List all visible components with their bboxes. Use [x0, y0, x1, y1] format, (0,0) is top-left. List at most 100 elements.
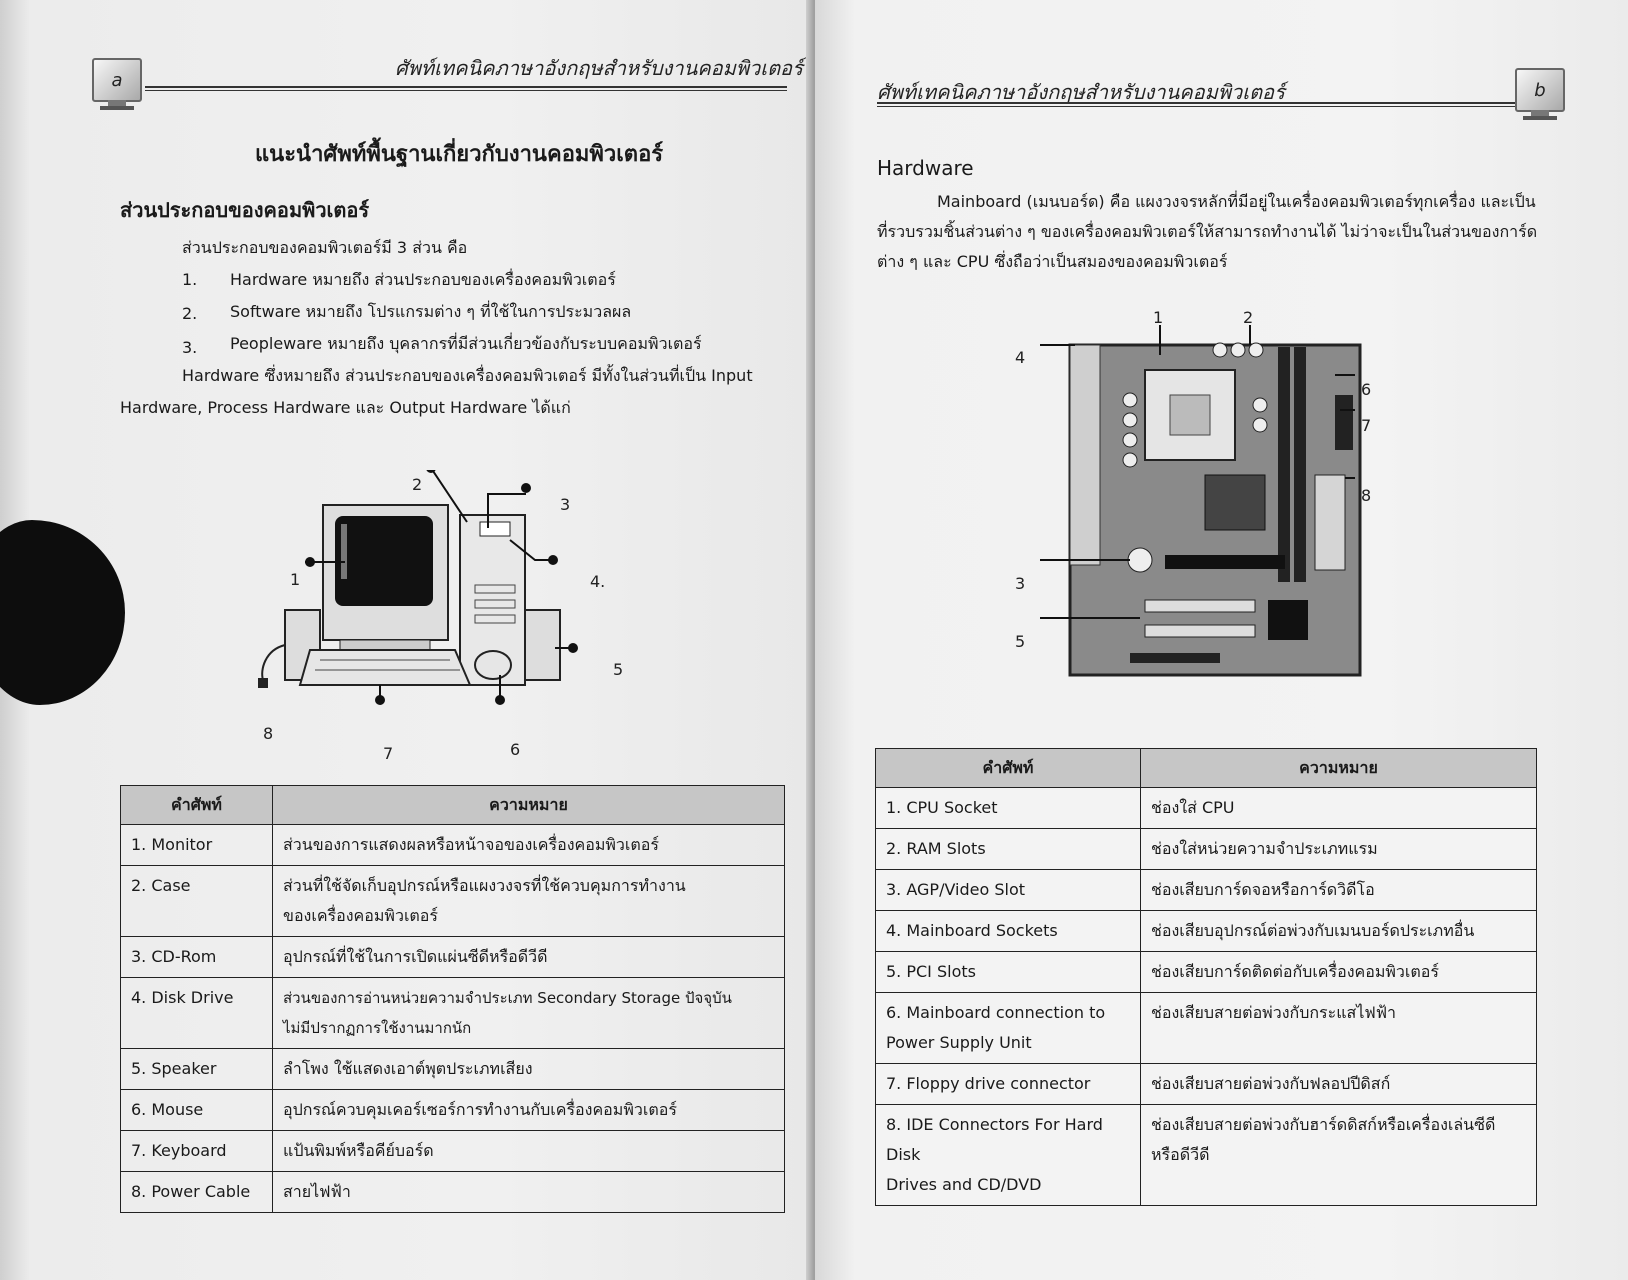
- meaning-cell: ช่องเสียบการ์ดจอหรือการ์ดวิดีโอ: [1140, 869, 1537, 911]
- term-cell: 1. CPU Socket: [875, 787, 1141, 829]
- figure-label: 2: [1243, 308, 1254, 327]
- meaning-cell: ช่องเสียบสายต่อพ่วงกับฟลอปปีดิสก์: [1140, 1063, 1537, 1105]
- figure-label: 2: [412, 475, 423, 494]
- term-cell: 4. Mainboard Sockets: [875, 910, 1141, 952]
- header-rule: [145, 86, 787, 91]
- term-cell: 2. Case: [120, 865, 273, 937]
- right-page: ศัพท์เทคนิคภาษาอังกฤษสำหรับงานคอมพิวเตอร…: [815, 0, 1628, 1280]
- paragraph-line: Hardware, Process Hardware และ Output Ha…: [120, 398, 571, 417]
- table-header: ความหมาย: [272, 785, 785, 825]
- meaning-cell: ช่องเสียบการ์ดติดต่อกับเครื่องคอมพิวเตอร…: [1140, 951, 1537, 993]
- table-row: 2. RAM Slots ช่องใส่หน่วยความจำประเภทแรม: [875, 828, 1537, 870]
- monitor-tab-icon: a: [92, 58, 142, 110]
- figure-label: 5: [1015, 632, 1026, 651]
- table-row: 4. Mainboard Sockets ช่องเสียบอุปกรณ์ต่อ…: [875, 910, 1537, 952]
- mainboard-illustration: [1040, 325, 1362, 677]
- meaning-cell: อุปกรณ์ควบคุมเคอร์เซอร์การทำงานกับเครื่อ…: [272, 1089, 785, 1131]
- table-row: 3. AGP/Video Slot ช่องเสียบการ์ดจอหรือกา…: [875, 869, 1537, 911]
- table-row: 2. Case ส่วนที่ใช้จัดเก็บอุปกรณ์หรือแผงว…: [120, 865, 785, 937]
- monitor-tab-icon: b: [1515, 68, 1565, 120]
- term-line: 6. Mainboard connection to: [886, 1003, 1106, 1022]
- thumb-shadow: [0, 520, 125, 705]
- term-cell: 5. Speaker: [120, 1048, 273, 1090]
- figure-label: 3: [1015, 574, 1026, 593]
- left-page: a ศัพท์เทคนิคภาษาอังกฤษสำหรับงานคอมพิวเต…: [0, 0, 815, 1280]
- table-row: 6. Mainboard connection to Power Supply U…: [875, 992, 1537, 1064]
- meaning-cell: ช่องใส่ CPU: [1140, 787, 1537, 829]
- term-cell: 7. Floppy drive connector: [875, 1063, 1141, 1105]
- running-header: ศัพท์เทคนิคภาษาอังกฤษสำหรับงานคอมพิวเตอร…: [395, 56, 803, 80]
- meaning-cell: อุปกรณ์ที่ใช้ในการเปิดแผ่นซีดีหรือดีวีดี: [272, 936, 785, 978]
- list-item: Peopleware หมายถึง บุคลากรที่มีส่วนเกี่ย…: [230, 334, 702, 353]
- figure-label: 8: [1361, 486, 1372, 505]
- term-cell: 7. Keyboard: [120, 1130, 273, 1172]
- figure-label: 4: [1015, 348, 1026, 367]
- table-row: 1. CPU Socket ช่องใส่ CPU: [875, 787, 1537, 829]
- figure-label: 7: [383, 744, 394, 763]
- term-cell: 1. Monitor: [120, 824, 273, 866]
- term-cell: 3. CD-Rom: [120, 936, 273, 978]
- page-title: แนะนำศัพท์พื้นฐานเกี่ยวกับงานคอมพิวเตอร์: [255, 142, 664, 167]
- figure-label: 6: [510, 740, 521, 759]
- meaning-line: ส่วนที่ใช้จัดเก็บอุปกรณ์หรือแผงวงจรที่ใช…: [283, 876, 686, 895]
- meaning-line: ส่วนของการอ่านหน่วยความจำประเภท Secondar…: [283, 989, 732, 1007]
- table-header: ความหมาย: [1140, 748, 1537, 788]
- term-cell: 5. PCI Slots: [875, 951, 1141, 993]
- meaning-line: หรือดีวีดี: [1151, 1145, 1210, 1164]
- term-cell: 6. Mainboard connection to Power Supply U…: [875, 992, 1141, 1064]
- figure-label: 3: [560, 495, 571, 514]
- meaning-line: ของเครื่องคอมพิวเตอร์: [283, 906, 438, 925]
- meaning-cell: ส่วนของการอ่านหน่วยความจำประเภท Secondar…: [272, 977, 785, 1049]
- meaning-cell: ช่องเสียบสายต่อพ่วงกับฮาร์ดดิสก์หรือเครื…: [1140, 1104, 1537, 1206]
- term-line: Drives and CD/DVD: [886, 1175, 1042, 1194]
- table-row: 5. Speaker ลำโพง ใช้แสดงเอาต์พุตประเภทเส…: [120, 1048, 785, 1090]
- header-rule: [877, 102, 1535, 107]
- figure-label: 6: [1361, 380, 1372, 399]
- table-row: 5. PCI Slots ช่องเสียบการ์ดติดต่อกับเครื…: [875, 951, 1537, 993]
- list-number: 2.: [182, 304, 198, 323]
- meaning-cell: ช่องเสียบสายต่อพ่วงกับกระแสไฟฟ้า: [1140, 992, 1537, 1064]
- figure-label: 7: [1361, 416, 1372, 435]
- meaning-line: ช่องเสียบสายต่อพ่วงกับฮาร์ดดิสก์หรือเครื…: [1151, 1115, 1496, 1134]
- figure-label: 1: [290, 570, 301, 589]
- term-line: Power Supply Unit: [886, 1033, 1032, 1052]
- running-header: ศัพท์เทคนิคภาษาอังกฤษสำหรับงานคอมพิวเตอร…: [877, 80, 1285, 104]
- tab-letter: a: [92, 58, 142, 102]
- section-heading: ส่วนประกอบของคอมพิวเตอร์: [120, 198, 370, 222]
- list-item: Hardware หมายถึง ส่วนประกอบของเครื่องคอม…: [230, 270, 616, 289]
- figure-label: 1: [1153, 308, 1164, 327]
- term-cell: 4. Disk Drive: [120, 977, 273, 1049]
- term-cell: 2. RAM Slots: [875, 828, 1141, 870]
- table-row: 1. Monitor ส่วนของการแสดงผลหรือหน้าจอของ…: [120, 824, 785, 866]
- meaning-cell: ช่องใส่หน่วยความจำประเภทแรม: [1140, 828, 1537, 870]
- paragraph-line: Mainboard (เมนบอร์ด) คือ แผงวงจรหลักที่ม…: [937, 192, 1536, 211]
- meaning-cell: แป้นพิมพ์หรือคีย์บอร์ด: [272, 1130, 785, 1172]
- table-row: 7. Floppy drive connector ช่องเสียบสายต่…: [875, 1063, 1537, 1105]
- table-header: คำศัพท์: [120, 785, 273, 825]
- section-heading: Hardware: [877, 156, 974, 180]
- table-row: 3. CD-Rom อุปกรณ์ที่ใช้ในการเปิดแผ่นซีดี…: [120, 936, 785, 978]
- list-number: 1.: [182, 270, 198, 289]
- paragraph-line: ต่าง ๆ และ CPU ซึ่งถือว่าเป็นสมองของคอมพ…: [877, 252, 1228, 271]
- table-row: 8. Power Cable สายไฟฟ้า: [120, 1171, 785, 1213]
- paragraph-line: Hardware ซึ่งหมายถึง ส่วนประกอบของเครื่อ…: [182, 366, 753, 385]
- list-number: 3.: [182, 338, 198, 357]
- terms-table: คำศัพท์ ความหมาย 1. CPU Socket ช่องใส่ C…: [875, 748, 1537, 1206]
- table-row: 7. Keyboard แป้นพิมพ์หรือคีย์บอร์ด: [120, 1130, 785, 1172]
- tab-letter: b: [1515, 68, 1565, 112]
- computer-illustration: [258, 470, 578, 705]
- terms-table: คำศัพท์ ความหมาย 1. Monitor ส่วนของการแส…: [120, 785, 785, 1213]
- figure-label: 5: [613, 660, 624, 679]
- figure-label: 8: [263, 724, 274, 743]
- table-row: 4. Disk Drive ส่วนของการอ่านหน่วยความจำป…: [120, 977, 785, 1049]
- term-cell: 3. AGP/Video Slot: [875, 869, 1141, 911]
- term-cell: 8. Power Cable: [120, 1171, 273, 1213]
- table-row: 6. Mouse อุปกรณ์ควบคุมเคอร์เซอร์การทำงาน…: [120, 1089, 785, 1131]
- meaning-cell: สายไฟฟ้า: [272, 1171, 785, 1213]
- intro-text: ส่วนประกอบของคอมพิวเตอร์มี 3 ส่วน คือ: [182, 238, 468, 257]
- paragraph-line: ที่รวบรวมชิ้นส่วนต่าง ๆ ของเครื่องคอมพิว…: [877, 222, 1538, 241]
- meaning-cell: ช่องเสียบอุปกรณ์ต่อพ่วงกับเมนบอร์ดประเภท…: [1140, 910, 1537, 952]
- term-cell: 6. Mouse: [120, 1089, 273, 1131]
- meaning-cell: ส่วนของการแสดงผลหรือหน้าจอของเครื่องคอมพ…: [272, 824, 785, 866]
- table-header: คำศัพท์: [875, 748, 1141, 788]
